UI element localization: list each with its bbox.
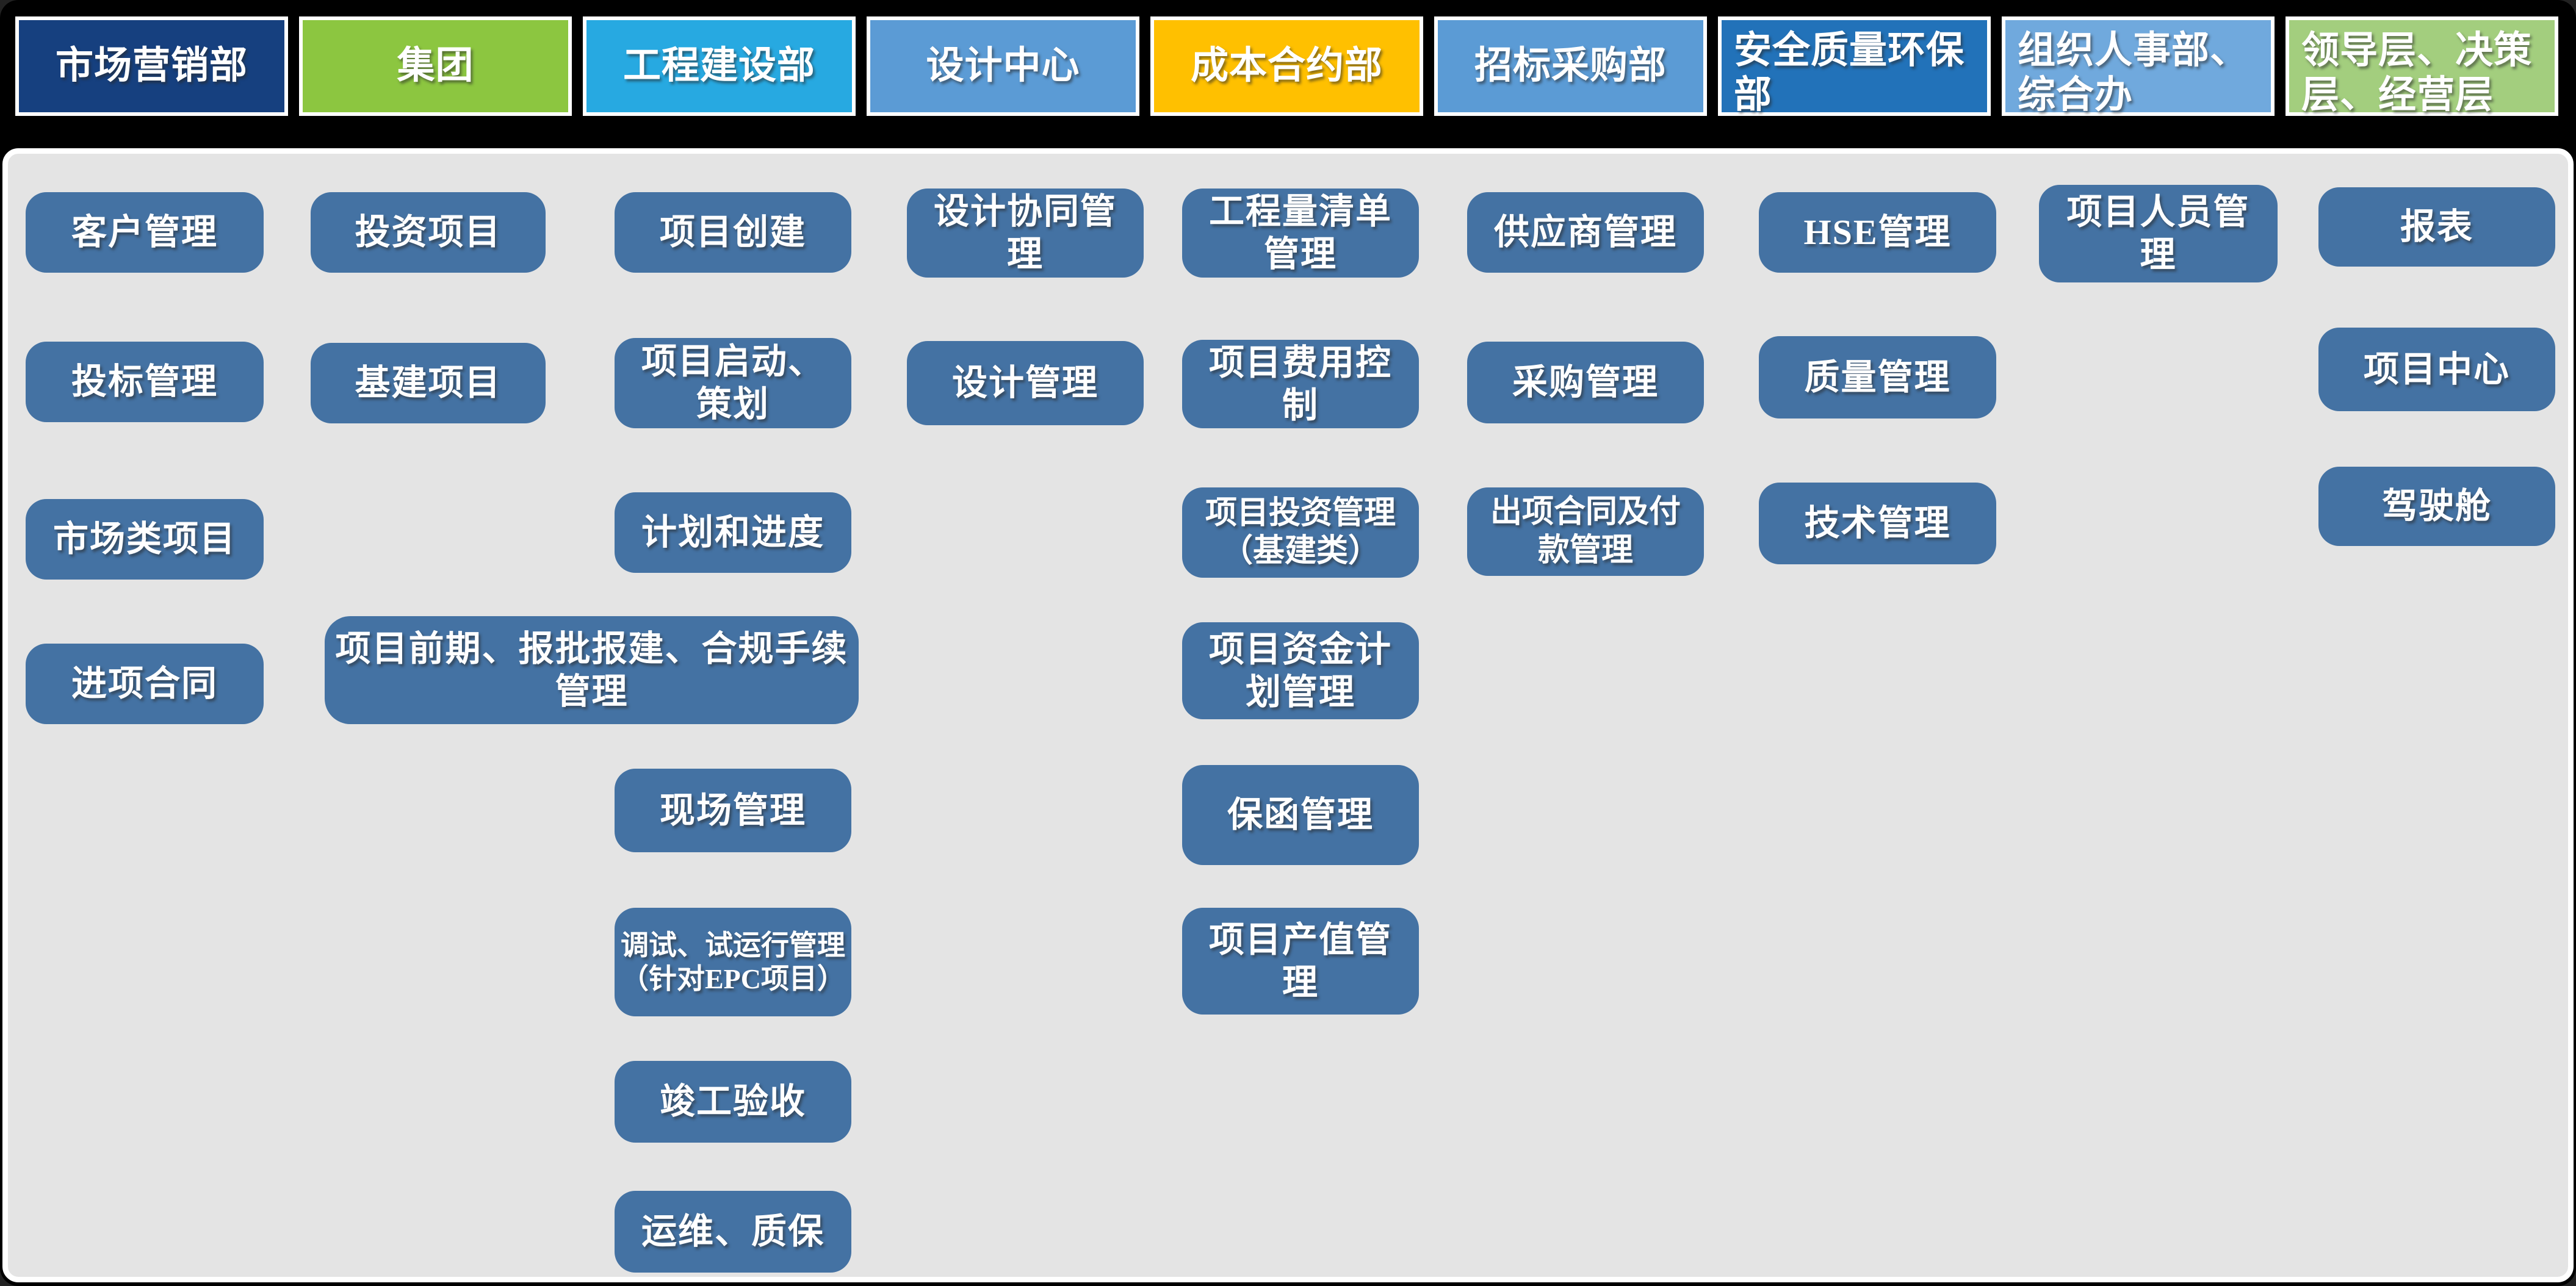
header-bidding-procurement: 招标采购部 — [1434, 16, 1707, 116]
module-design-collaboration: 设计协同管理 — [907, 189, 1144, 278]
module-investment-projects: 投资项目 — [311, 192, 546, 273]
module-project-cost-control: 项目费用控制 — [1182, 340, 1419, 428]
module-plan-and-schedule: 计划和进度 — [615, 492, 851, 573]
module-incoming-contracts: 进项合同 — [26, 644, 264, 724]
module-procurement-management: 采购管理 — [1467, 342, 1704, 423]
module-market-projects: 市场类项目 — [26, 499, 264, 580]
module-guarantee-management: 保函管理 — [1182, 765, 1419, 865]
module-design-management: 设计管理 — [907, 341, 1144, 425]
module-panel: 客户管理 投标管理 市场类项目 进项合同 投资项目 基建项目 项目前期、报批报建… — [2, 148, 2574, 1282]
header-cost-contract: 成本合约部 — [1150, 16, 1423, 116]
module-operation-maintenance-warranty: 运维、质保 — [615, 1191, 851, 1273]
module-project-output-value: 项目产值管理 — [1182, 908, 1419, 1015]
module-completion-acceptance: 竣工验收 — [615, 1061, 851, 1143]
module-customer-management: 客户管理 — [26, 192, 264, 273]
module-outgoing-contract-payment: 出项合同及付款管理 — [1467, 487, 1704, 576]
module-commissioning-trial-run: 调试、试运行管理（针对EPC项目） — [615, 908, 851, 1016]
module-project-initiation-planning: 项目启动、策划 — [615, 338, 851, 428]
header-hr-admin: 组织人事部、综合办 — [2002, 16, 2275, 116]
module-project-fund-plan: 项目资金计划管理 — [1182, 622, 1419, 719]
header-engineering-construction: 工程建设部 — [583, 16, 856, 116]
module-project-center: 项目中心 — [2318, 328, 2555, 411]
header-design-center: 设计中心 — [867, 16, 1139, 116]
module-technology-management: 技术管理 — [1759, 483, 1996, 564]
header-marketing: 市场营销部 — [15, 16, 288, 116]
module-bid-management: 投标管理 — [26, 342, 264, 422]
module-project-personnel: 项目人员管理 — [2039, 185, 2278, 282]
module-supplier-management: 供应商管理 — [1467, 192, 1704, 273]
header-leadership: 领导层、决策层、经营层 — [2286, 16, 2558, 116]
module-reports: 报表 — [2318, 187, 2555, 267]
module-dashboard: 驾驶舱 — [2318, 467, 2555, 546]
module-project-creation: 项目创建 — [615, 192, 851, 273]
module-hse-management: HSE管理 — [1759, 192, 1996, 273]
module-project-preliminary-approval-compliance: 项目前期、报批报建、合规手续管理 — [325, 616, 859, 724]
header-group: 集团 — [299, 16, 572, 116]
module-boq-management: 工程量清单管理 — [1182, 189, 1419, 278]
module-infrastructure-projects: 基建项目 — [311, 343, 546, 423]
module-site-management: 现场管理 — [615, 769, 851, 852]
header-safety-quality-environment: 安全质量环保部 — [1718, 16, 1991, 116]
module-quality-management: 质量管理 — [1759, 336, 1996, 418]
module-project-investment-management: 项目投资管理（基建类） — [1182, 487, 1419, 578]
